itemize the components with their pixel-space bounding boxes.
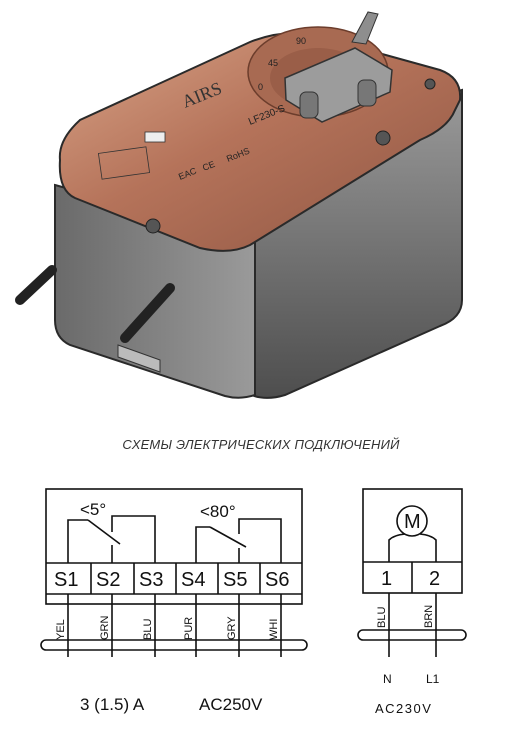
line-label-n: N — [383, 672, 392, 686]
motor-lead-2 — [419, 533, 437, 562]
terminal-label: S2 — [96, 569, 120, 591]
switch-2-blade — [209, 526, 247, 548]
motor-wire-label: BRN — [423, 605, 435, 628]
cable — [120, 283, 175, 343]
screw — [424, 78, 436, 90]
motor-terminal-label: 1 — [381, 568, 392, 590]
motor-symbol-circle — [396, 505, 428, 537]
connection-diagrams-caption: СХЕМЫ ЭЛЕКТРИЧЕСКИХ ПОДКЛЮЧЕНИЙ — [122, 437, 400, 452]
terminal-label: S5 — [223, 569, 247, 591]
wire-label: BLU — [142, 619, 154, 640]
cover-wiring-sketch — [97, 146, 151, 180]
motor-wire-label: BLU — [376, 607, 388, 628]
manual-button — [144, 131, 166, 143]
switch-2-angle: <80° — [200, 502, 236, 521]
rating-current: 3 (1.5) A — [80, 695, 145, 714]
motor-terminal-label: 2 — [429, 568, 440, 590]
wire-label: PUR — [183, 617, 195, 640]
switch-2-common — [195, 526, 210, 563]
terminal-label: S3 — [139, 569, 163, 591]
shaft-lever — [351, 11, 379, 45]
switch-1-blade — [87, 519, 121, 545]
terminal-label: S1 — [54, 569, 78, 591]
switch-frame — [45, 488, 303, 605]
cert-mark: CE — [201, 159, 216, 173]
motor-symbol: M — [404, 511, 421, 533]
switch-1-angle: <5° — [80, 500, 106, 519]
switch-1-no — [111, 515, 156, 563]
wire-label: YEL — [55, 619, 67, 640]
clamp-bolt-right — [357, 79, 377, 107]
dial-mark: 45 — [268, 58, 278, 68]
dial-mark: 0 — [258, 82, 263, 92]
clamp-bolt-left — [299, 91, 319, 119]
line-label-l1: L1 — [426, 672, 440, 686]
switch-1-common — [67, 519, 88, 563]
mounting-bracket — [117, 344, 161, 373]
rating-voltage: AC250V — [199, 695, 263, 714]
screw — [375, 130, 391, 146]
switch-2-no — [238, 518, 282, 563]
wire-label: WHI — [268, 619, 280, 640]
dial-mark: 90 — [296, 36, 306, 46]
screw — [145, 218, 161, 234]
motor-lead-1 — [388, 533, 406, 562]
switch-cable-bundle — [40, 639, 308, 651]
wire-label: GRY — [226, 616, 238, 640]
wire-label: GRN — [99, 616, 111, 641]
terminal-label: S4 — [181, 569, 205, 591]
motor-cable-bundle — [357, 629, 467, 641]
motor-supply: AC230V — [375, 701, 432, 716]
cable — [15, 265, 57, 305]
terminal-label: S6 — [265, 569, 289, 591]
actuator-photo: 0 45 90 AIRS LF230-S EAC CE RoHS — [15, 11, 463, 399]
